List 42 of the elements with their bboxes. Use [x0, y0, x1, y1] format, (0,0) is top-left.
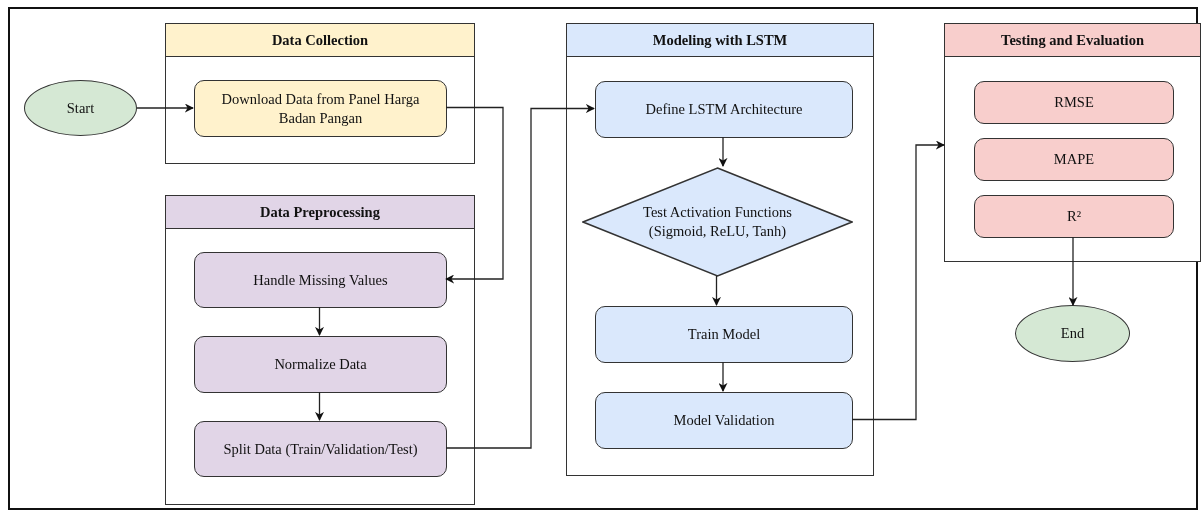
process-box	[974, 195, 1174, 238]
process-box	[194, 252, 447, 308]
node-label: Handle Missing Values	[253, 270, 388, 290]
group-panel	[566, 23, 874, 476]
arrow	[315, 391, 324, 421]
node-label: MAPE	[1053, 150, 1095, 169]
process-box	[595, 392, 853, 449]
group-header: Testing and Evaluation	[945, 24, 1200, 57]
arrow	[445, 106, 504, 284]
group-header: Data Preprocessing	[166, 196, 474, 229]
node-label: Split Data (Train/Validation/Test)	[223, 439, 418, 459]
node-label: Define LSTM Architecture	[645, 100, 803, 119]
group-panel	[165, 195, 475, 505]
arrow	[718, 361, 728, 392]
process-box	[974, 138, 1174, 181]
node-label: Test Activation Functions (Sigmoid, ReLU, Tanh)	[642, 203, 793, 241]
node-label: Start	[66, 98, 95, 118]
process-box	[595, 306, 853, 363]
process-box	[974, 81, 1174, 124]
group-header: Data Collection	[166, 24, 474, 57]
node-label: R²	[1067, 207, 1081, 226]
arrow	[445, 104, 595, 449]
arrow	[315, 306, 324, 336]
arrow	[712, 275, 721, 306]
arrow	[1068, 236, 1078, 306]
group-panel	[944, 23, 1201, 262]
process-box	[595, 81, 853, 138]
group-header: Modeling with LSTM	[567, 24, 873, 57]
group-panel	[165, 23, 475, 164]
node-label: Model Validation	[673, 411, 775, 430]
arrow	[718, 136, 728, 167]
arrow	[136, 103, 194, 113]
node-label: Download Data from Panel Harga Badan Pangan	[220, 89, 421, 128]
process-box	[194, 336, 447, 393]
arrow	[851, 140, 945, 421]
node-label: End	[1060, 324, 1085, 343]
decision-diamond	[582, 167, 853, 277]
node-label: RMSE	[1054, 93, 1094, 112]
process-box	[194, 421, 447, 477]
process-box	[194, 80, 447, 137]
node-label: Normalize Data	[274, 355, 367, 374]
node-label: Train Model	[687, 325, 761, 344]
